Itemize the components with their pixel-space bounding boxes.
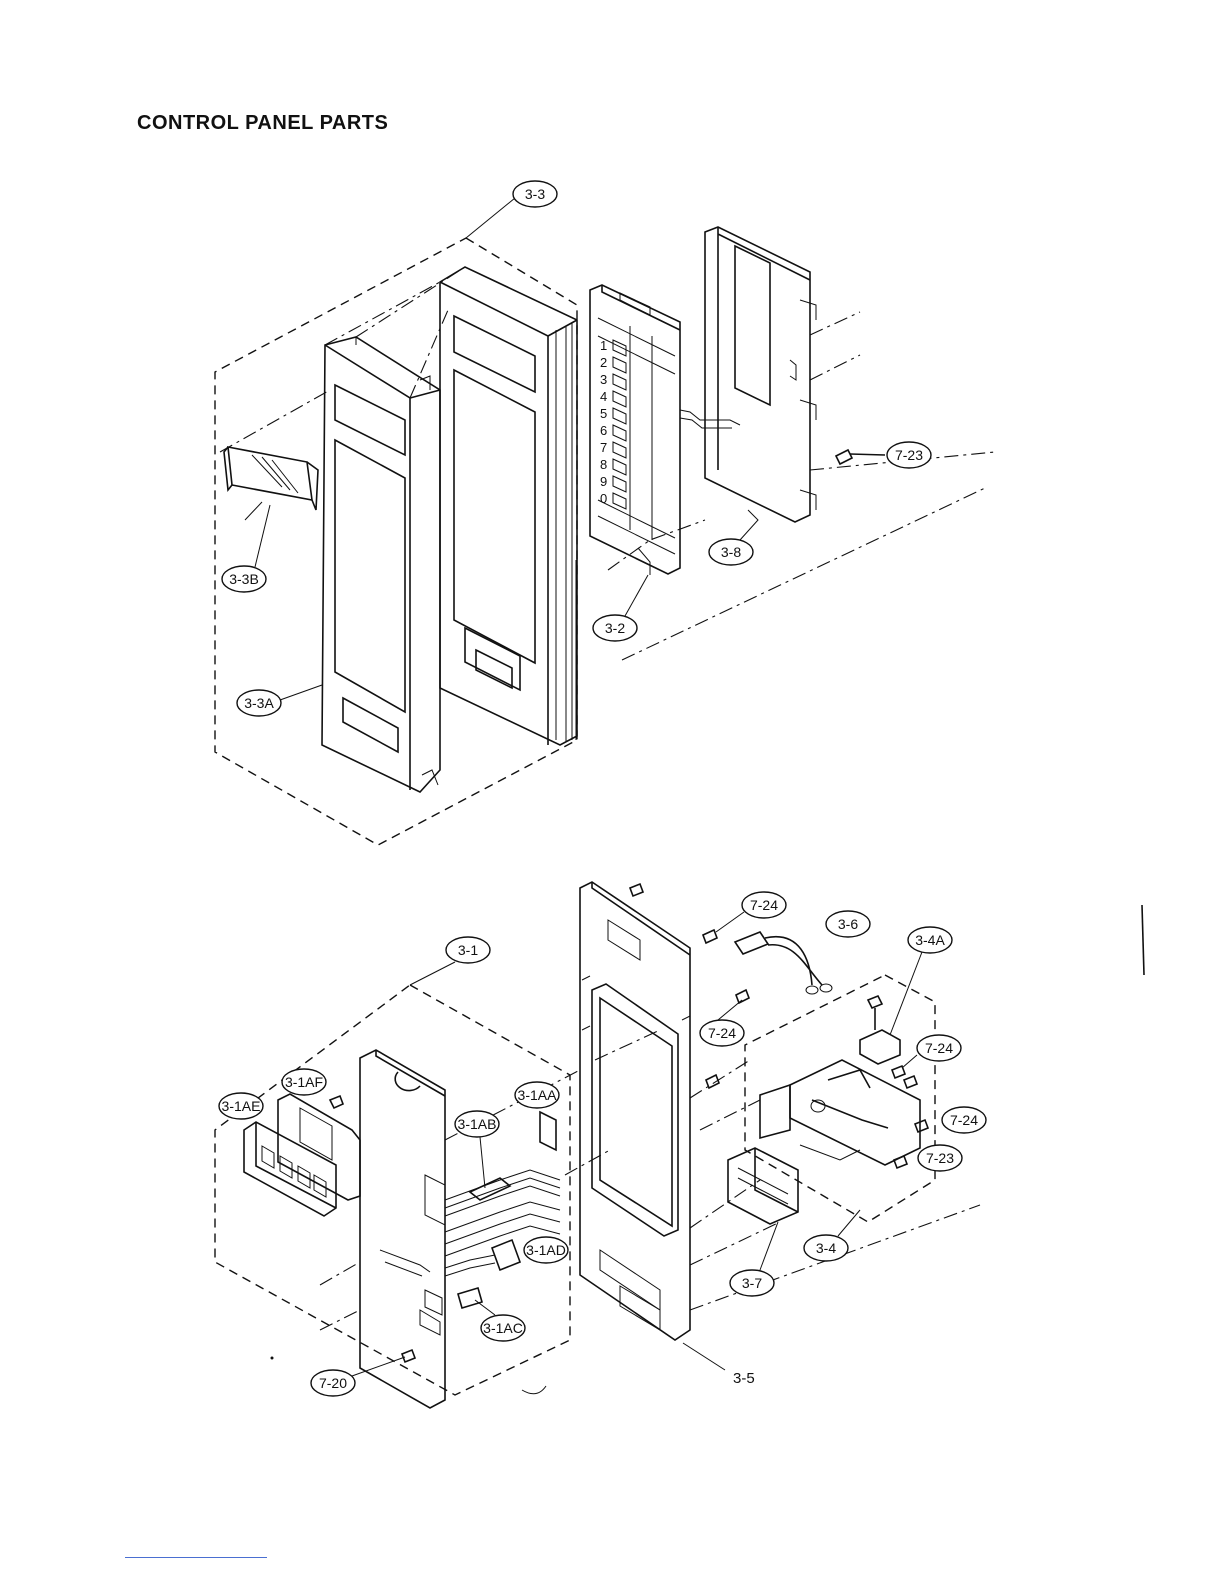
svg-text:7-23: 7-23 (895, 447, 923, 463)
display-window-part (224, 447, 318, 520)
panel-frame-part (580, 882, 690, 1340)
key-number-6: 6 (600, 423, 607, 438)
callout-3-8: 3-8 (709, 539, 753, 565)
svg-text:3-3: 3-3 (525, 186, 545, 202)
harness-part (735, 932, 832, 994)
speck-mark (271, 1357, 274, 1360)
key-number-7: 7 (600, 440, 607, 455)
callout-3-3B: 3-3B (222, 566, 266, 592)
panel-frame-front (220, 267, 577, 745)
key-button-7 (613, 442, 626, 458)
key-number-2: 2 (600, 355, 607, 370)
key-button-8 (613, 459, 626, 475)
footer-rule (125, 1557, 267, 1558)
svg-text:3-1AF: 3-1AF (285, 1074, 323, 1090)
label-3-5: 3-5 (733, 1370, 755, 1387)
callout-3-6: 3-6 (826, 911, 870, 937)
svg-text:3-7: 3-7 (742, 1275, 762, 1291)
lever-assembly-part (760, 1060, 920, 1165)
callout-3-1: 3-1 (446, 937, 490, 963)
key-button-9 (613, 476, 626, 492)
svg-text:3-1AC: 3-1AC (483, 1320, 523, 1336)
callout-7-24-switch-1: 7-24 (917, 1035, 961, 1061)
callout-7-23-bottom: 7-23 (918, 1145, 962, 1171)
callout-3-1AB: 3-1AB (455, 1111, 499, 1137)
lever-assembly-group-boundary (745, 975, 935, 1222)
key-number-4: 4 (600, 389, 607, 404)
top-assembly: 1 2 3 4 5 6 7 8 9 0 (215, 227, 995, 845)
svg-text:3-1AA: 3-1AA (518, 1087, 558, 1103)
svg-text:7-24: 7-24 (950, 1112, 978, 1128)
key-number-8: 8 (600, 457, 607, 472)
svg-text:3-1AE: 3-1AE (222, 1098, 261, 1114)
svg-text:7-24: 7-24 (925, 1040, 953, 1056)
callout-7-23-top: 7-23 (887, 442, 931, 468)
key-pad-part: 1 2 3 4 5 6 7 8 9 0 (590, 285, 680, 575)
svg-text:7-23: 7-23 (926, 1150, 954, 1166)
svg-text:3-2: 3-2 (605, 620, 625, 636)
cover-plate-part (322, 337, 440, 792)
svg-text:3-1AD: 3-1AD (526, 1242, 566, 1258)
key-button-6 (613, 425, 626, 441)
callout-7-20: 7-20 (311, 1370, 355, 1396)
connector-ab-part (470, 1178, 510, 1200)
callout-7-24-top: 7-24 (742, 892, 786, 918)
svg-text:3-1AB: 3-1AB (458, 1116, 497, 1132)
callout-7-24-switch-2: 7-24 (942, 1107, 986, 1133)
switch-part (860, 996, 900, 1064)
key-holder-part (680, 227, 816, 540)
callout-3-1AE: 3-1AE (219, 1093, 263, 1119)
key-button-0 (613, 493, 626, 509)
key-button-1 (613, 340, 626, 356)
svg-text:3-8: 3-8 (721, 544, 741, 560)
callout-3-1AD: 3-1AD (524, 1237, 568, 1263)
connector-aa-part (540, 1112, 556, 1150)
key-number-1: 1 (600, 338, 607, 353)
callout-7-24-mid: 7-24 (700, 1020, 744, 1046)
svg-text:3-4A: 3-4A (915, 932, 945, 948)
callout-3-3: 3-3 (466, 181, 557, 238)
margin-mark (1142, 905, 1144, 975)
key-button-5 (613, 408, 626, 424)
screw-part-top (836, 450, 885, 464)
svg-text:3-4: 3-4 (816, 1240, 836, 1256)
frame-assembly-group-boundary (215, 238, 577, 845)
key-number-5: 5 (600, 406, 607, 421)
svg-text:7-24: 7-24 (750, 897, 778, 913)
key-number-9: 9 (600, 474, 607, 489)
button-part (728, 1148, 798, 1224)
bottom-assembly (215, 882, 980, 1408)
curve-mark (522, 1386, 546, 1394)
key-button-4 (613, 391, 626, 407)
svg-text:3-6: 3-6 (838, 916, 858, 932)
callout-3-7: 3-7 (730, 1270, 774, 1296)
key-number-0: 0 (600, 491, 607, 506)
callout-3-4A: 3-4A (908, 927, 952, 953)
svg-text:7-24: 7-24 (708, 1025, 736, 1041)
callout-3-2: 3-2 (593, 615, 637, 641)
callout-3-1AA: 3-1AA (515, 1082, 559, 1108)
svg-text:3-3A: 3-3A (244, 695, 274, 711)
svg-text:3-3B: 3-3B (229, 571, 259, 587)
callout-3-3A: 3-3A (237, 690, 281, 716)
callout-3-1AC: 3-1AC (481, 1315, 525, 1341)
connector-ad-part (492, 1240, 520, 1270)
callout-3-4: 3-4 (804, 1235, 848, 1261)
callout-3-1AF: 3-1AF (282, 1069, 326, 1095)
connector-ac-part (458, 1288, 482, 1308)
svg-text:3-1: 3-1 (458, 942, 478, 958)
key-number-3: 3 (600, 372, 607, 387)
svg-text:7-20: 7-20 (319, 1375, 347, 1391)
key-button-3 (613, 374, 626, 390)
key-pad-numbers: 1 2 3 4 5 6 7 8 9 0 (600, 338, 626, 509)
key-button-2 (613, 357, 626, 373)
